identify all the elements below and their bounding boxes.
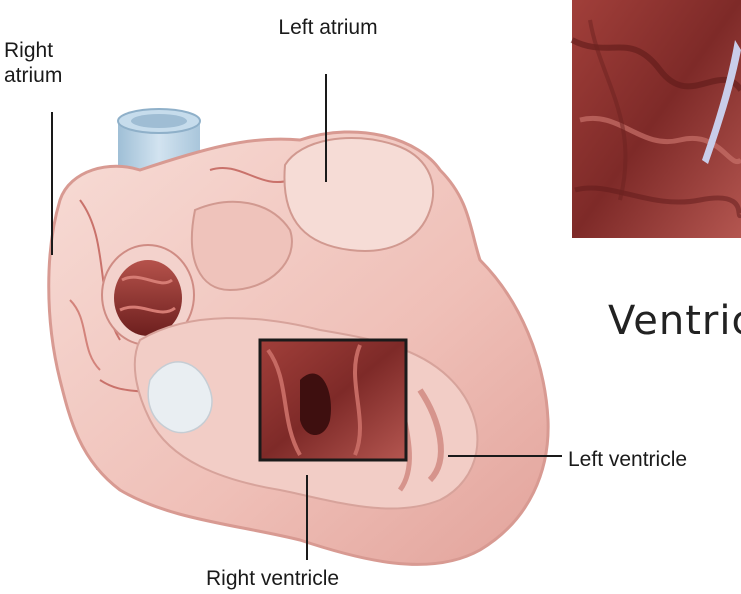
label-right-atrium: Right atrium [4, 38, 94, 88]
inset-caption: Ventric [608, 297, 741, 345]
inset-photo [572, 0, 741, 238]
label-left-atrium: Left atrium [278, 15, 378, 40]
label-left-ventricle: Left ventricle [568, 447, 687, 472]
label-right-ventricle: Right ventricle [206, 566, 339, 591]
detail-frame [260, 340, 406, 460]
